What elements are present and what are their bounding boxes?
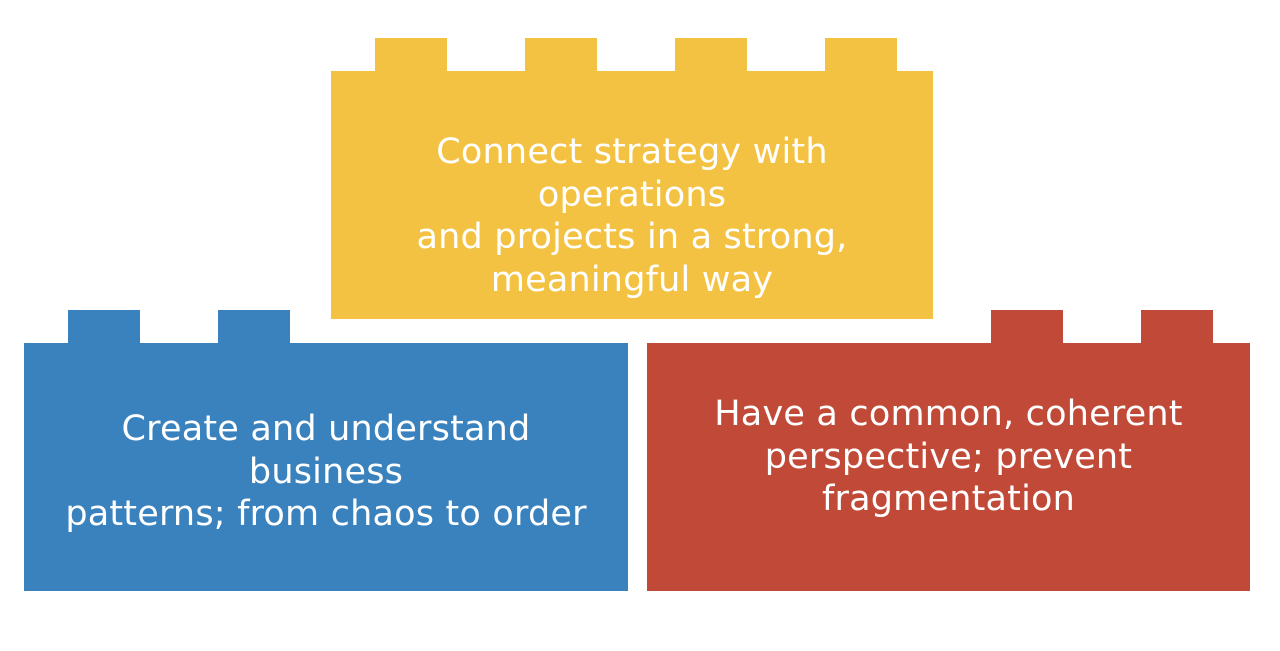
brick-body: Connect strategy with operations and pro… [331,71,933,319]
brick-body: Have a common, coherent perspective; pre… [647,343,1250,591]
brick-stud [825,38,897,72]
brick-text-line: patterns; from chaos to order [65,494,587,535]
brick-text-line: fragmentation [821,479,1075,520]
brick-stud [525,38,597,72]
brick-body: Create and understand business patterns;… [24,343,628,591]
brick-stud [1141,310,1213,344]
brick-text: Create and understand business patterns;… [44,408,608,536]
brick-text-line: Create and understand business [121,408,531,492]
brick-stud [675,38,747,72]
brick-stud [218,310,290,344]
brick-text-line: Have a common, coherent [714,393,1183,434]
brick-text-line: perspective; prevent [764,436,1133,477]
brick-text-line: and projects in a strong, [416,217,848,258]
brick-patterns: Create and understand business patterns;… [24,310,628,591]
brick-stud [991,310,1063,344]
brick-perspective: Have a common, coherent perspective; pre… [647,310,1250,591]
brick-text-line: meaningful way [490,260,774,301]
brick-text: Have a common, coherent perspective; pre… [714,393,1182,521]
brick-text-line: Connect strategy with operations [436,132,828,215]
brick-stud [68,310,140,344]
brick-strategy: Connect strategy with operations and pro… [331,38,933,319]
brick-stud [375,38,447,72]
brick-text: Connect strategy with operations and pro… [351,131,913,302]
